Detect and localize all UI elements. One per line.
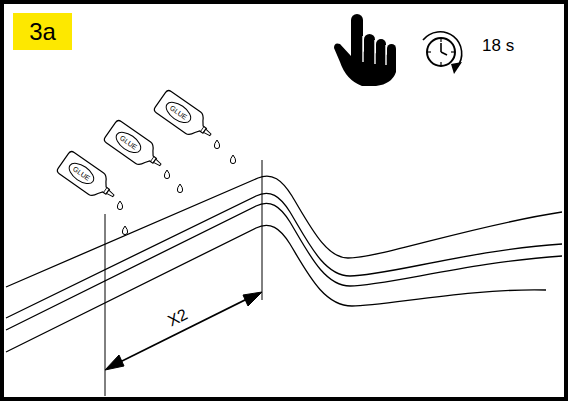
step-number-box: 3a <box>13 13 72 50</box>
time-label: 18 s <box>482 37 514 54</box>
step-number: 3a <box>29 20 56 44</box>
dimension-label: X2 <box>166 306 191 329</box>
